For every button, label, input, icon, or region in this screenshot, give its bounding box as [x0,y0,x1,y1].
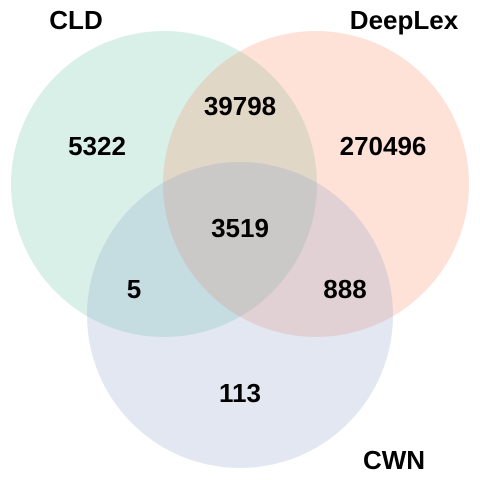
region-count-cwn-only: 113 [219,378,261,408]
set-label-cld: CLD [49,5,102,35]
region-count-deeplex-only: 270496 [340,131,427,161]
region-count-deeplex-cwn: 888 [323,274,366,304]
region-count-all-three: 3519 [211,213,269,243]
set-circle-cld [11,31,317,337]
set-circle-cwn [87,162,393,468]
region-count-cld-cwn: 5 [127,274,141,304]
region-count-cld-only: 5322 [68,131,126,161]
set-circle-deeplex [163,31,469,337]
set-label-deeplex: DeepLex [350,5,459,35]
set-label-cwn: CWN [363,445,425,475]
region-count-cld-deeplex: 39798 [204,91,276,121]
